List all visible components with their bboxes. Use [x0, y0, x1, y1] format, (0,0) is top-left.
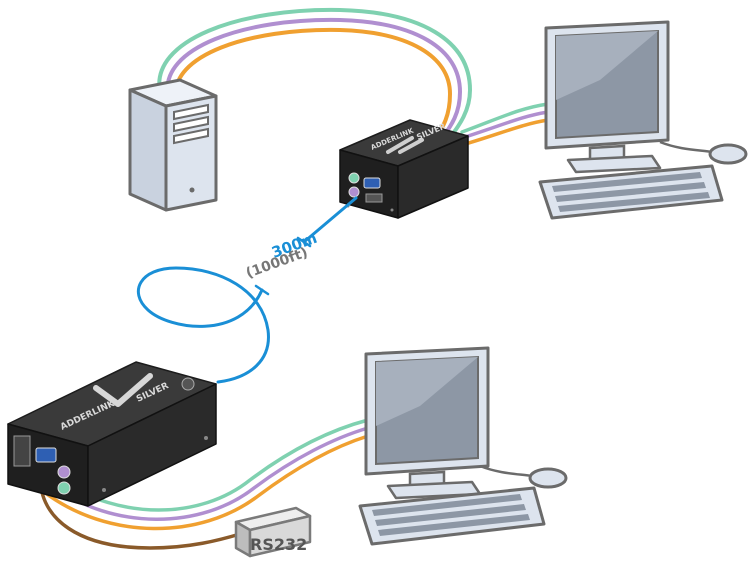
top-monitor-cable-bundle: [460, 102, 550, 147]
distance-label: 300m (1000ft): [244, 229, 320, 282]
bottom-keyboard: [358, 486, 546, 546]
rs232-cable: [38, 474, 242, 550]
server-cable-bundle: [157, 7, 473, 144]
transmitter-unit: ADDERLINK SILVER: [339, 119, 469, 219]
cat5-cable: [136, 196, 358, 384]
receiver-unit: ADDERLINK SILVER: [7, 361, 217, 507]
bottom-mouse: [479, 464, 568, 489]
top-mouse: [659, 140, 748, 165]
bottom-monitor: [364, 346, 490, 500]
bottom-monitor-cable-bundle: [42, 418, 370, 531]
top-monitor: [544, 20, 670, 174]
rs232-box: RS232: [234, 506, 312, 558]
server-tower: [128, 78, 218, 212]
rs232-label: RS232: [250, 535, 307, 554]
top-keyboard: [538, 164, 724, 220]
